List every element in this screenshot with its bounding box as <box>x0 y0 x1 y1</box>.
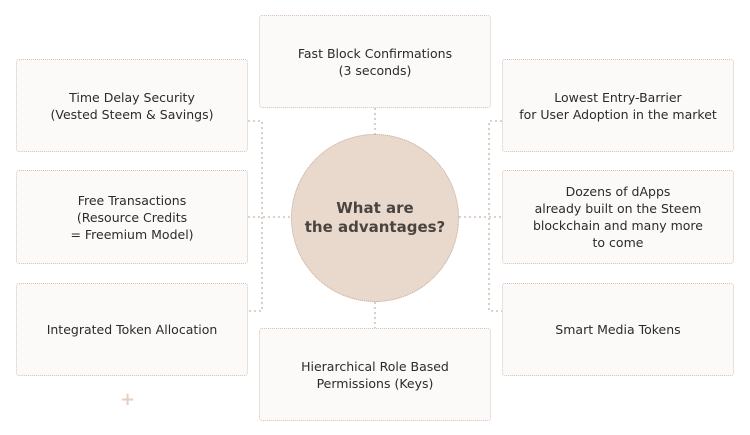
box-dozens-of-dapps: Dozens of dApps already built on the Ste… <box>502 170 734 264</box>
box-fast-block-confirmations: Fast Block Confirmations (3 seconds) <box>259 15 491 108</box>
box-integrated-token-allocation: Integrated Token Allocation <box>16 283 248 376</box>
left-bracket-connector <box>248 120 263 312</box>
box-lowest-entry-barrier: Lowest Entry-Barrier for User Adoption i… <box>502 59 734 152</box>
box-time-delay-security: Time Delay Security (Vested Steem & Savi… <box>16 59 248 152</box>
right-bracket-connector <box>488 120 502 312</box>
box-hierarchical-role-permissions: Hierarchical Role Based Permissions (Key… <box>259 328 491 421</box>
box-smart-media-tokens: Smart Media Tokens <box>502 283 734 376</box>
plus-icon: + <box>120 389 136 410</box>
center-circle-question: What are the advantages? <box>291 134 459 302</box>
box-free-transactions: Free Transactions (Resource Credits = Fr… <box>16 170 248 264</box>
